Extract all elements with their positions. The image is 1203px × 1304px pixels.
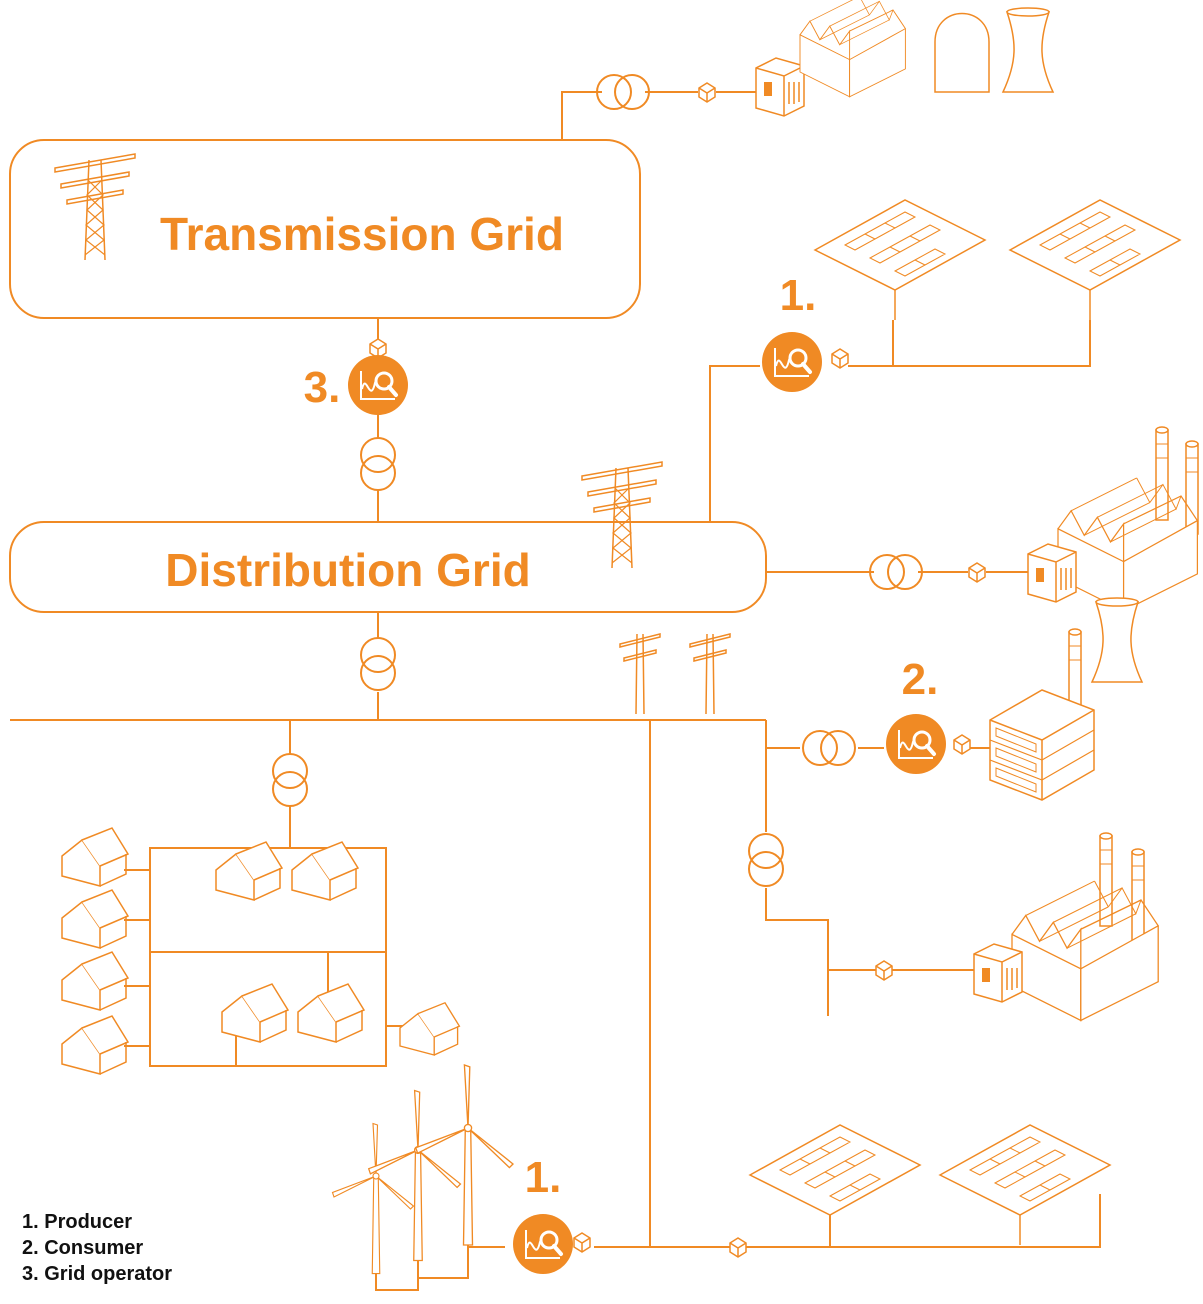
solar-panel-icon [1009,199,1181,321]
transformer-icon [596,74,650,110]
cabinet-icon [755,57,805,117]
meter-icon [729,1237,747,1258]
chimney-icon [1131,848,1145,943]
transformer-icon [360,437,396,491]
meter-icon [831,348,849,369]
transformer-icon [869,554,923,590]
transformer-icon [748,833,784,887]
marker-label: 2. [902,655,939,704]
distribution-grid-box [9,521,767,613]
cabinet-icon [973,943,1023,1003]
solar-panel-icon [814,199,986,321]
solar-panel-icon [749,1124,921,1246]
solar-panel-icon [939,1124,1111,1246]
pylon-icon [689,633,731,715]
marker-label: 1. [780,271,817,320]
distribution-grid-label: Distribution Grid [165,544,530,596]
analyzer-icon [884,712,948,776]
transformer-icon [360,637,396,691]
factory-icon [1057,477,1199,612]
cabinet-icon [1027,543,1077,603]
dome-icon [934,12,990,93]
house-icon [215,841,283,901]
meter-icon [573,1232,591,1253]
factory-icon [799,0,906,98]
analyzer-icon [346,353,410,417]
meter-icon [875,960,893,981]
marker-label: 1. [525,1153,562,1202]
meter-icon [953,734,971,755]
transmission-grid-label: Transmission Grid [160,208,564,260]
meter-icon [968,562,986,583]
house-icon [297,983,365,1043]
analyzer-icon [760,330,824,394]
transformer-icon [272,753,308,807]
house-icon [61,889,129,949]
analyzer-icon [511,1212,575,1276]
grid-wiring [10,91,1101,1291]
legend-item: 2. Consumer [22,1237,144,1259]
cooling-tower-icon [1002,7,1054,93]
transformer-icon [802,730,856,766]
marker-label: 3. [304,363,341,412]
legend-item: 1. Producer [22,1211,133,1233]
wind-turbine-icon [415,1064,514,1246]
house-icon [221,983,289,1043]
building-icon [989,689,1095,801]
wind-turbine-icon [331,1122,415,1275]
house-icon [399,1002,461,1056]
house-icon [61,827,129,887]
transmission-grid-box [9,139,641,319]
cooling-tower-icon [1091,597,1143,683]
house-icon [61,951,129,1011]
legend: 1. Producer 2. Consumer 3. Grid operator [22,1209,172,1287]
house-icon [291,841,359,901]
wind-turbine-icon [368,1089,462,1262]
factory-icon [1011,880,1159,1022]
chimney-icon [1185,440,1199,535]
chimney-icon [1155,426,1169,521]
house-icon [61,1015,129,1075]
meter-icon [698,82,716,103]
legend-item: 3. Grid operator [22,1263,173,1285]
chimney-icon [1099,832,1113,927]
pylon-icon [619,633,661,715]
